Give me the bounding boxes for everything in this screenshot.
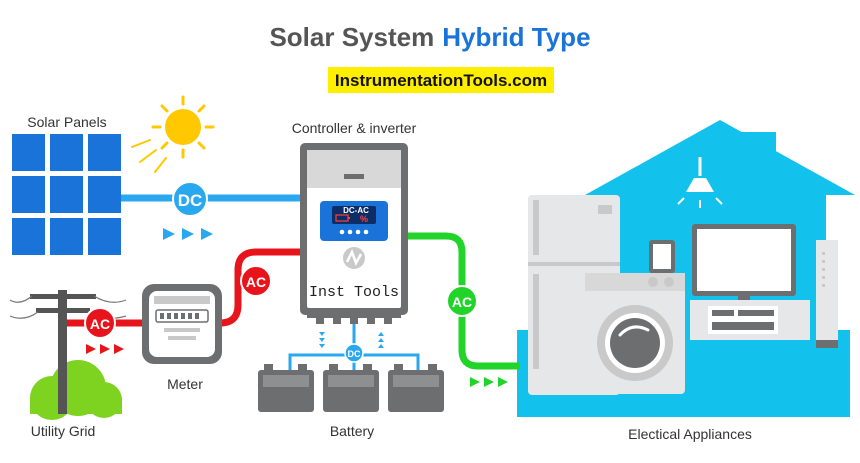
sun-icon (131, 95, 215, 173)
title-part-1: Solar System (269, 22, 434, 52)
dc-badge-panels (172, 181, 208, 217)
washing-machine-icon (585, 273, 685, 394)
ac-badge-grid (84, 307, 116, 339)
dc-badge-battery (344, 343, 364, 363)
ac-wire-grid (60, 248, 302, 327)
ac-badge-inverter (240, 265, 272, 297)
speaker-icon (816, 240, 838, 348)
dc-flow-arrows-icon (163, 228, 213, 240)
ac-badge-inverter-label: AC (246, 274, 266, 290)
diagram-title: Solar System Hybrid Type (269, 22, 590, 52)
website-label: InstrumentationTools.com (335, 71, 547, 90)
label-appliances: Electical Appliances (628, 426, 752, 442)
battery-flow-arrows-icon (319, 332, 384, 348)
ac-badge-grid-label: AC (90, 316, 110, 332)
battery-bank-icon (258, 364, 444, 412)
label-meter: Meter (167, 376, 203, 392)
inverter-display-mode: DC-AC (343, 206, 369, 215)
battery-icon (258, 364, 314, 412)
inverter-display-unit: % (360, 214, 368, 224)
label-utility-grid: Utility Grid (31, 423, 96, 439)
battery-icon (323, 364, 379, 412)
ac-badge-appliances (446, 285, 478, 317)
phone-icon (649, 240, 675, 273)
lamp-icon (677, 157, 723, 208)
ac-grid-flow-arrows-icon (86, 344, 124, 354)
tv-icon (692, 224, 796, 300)
dc-badge-battery-label: DC (348, 349, 361, 359)
solar-panels-icon (12, 134, 121, 255)
label-solar-panels: Solar Panels (27, 114, 106, 130)
ac-badge-appliances-label: AC (452, 294, 472, 310)
title-part-2: Hybrid Type (442, 22, 590, 52)
ac-appliance-flow-arrows-icon (470, 377, 508, 387)
inverter-brand-label: Inst Tools (309, 284, 399, 301)
battery-icon (388, 364, 444, 412)
label-battery: Battery (330, 423, 374, 439)
inverter-icon (300, 143, 408, 324)
dc-badge-panels-label: DC (178, 191, 203, 210)
wires (60, 194, 520, 370)
tv-stand-icon (690, 300, 810, 340)
meter-icon (142, 284, 222, 364)
label-controller: Controller & inverter (292, 120, 417, 136)
website-highlight (328, 67, 554, 93)
bush-icon (30, 360, 122, 420)
